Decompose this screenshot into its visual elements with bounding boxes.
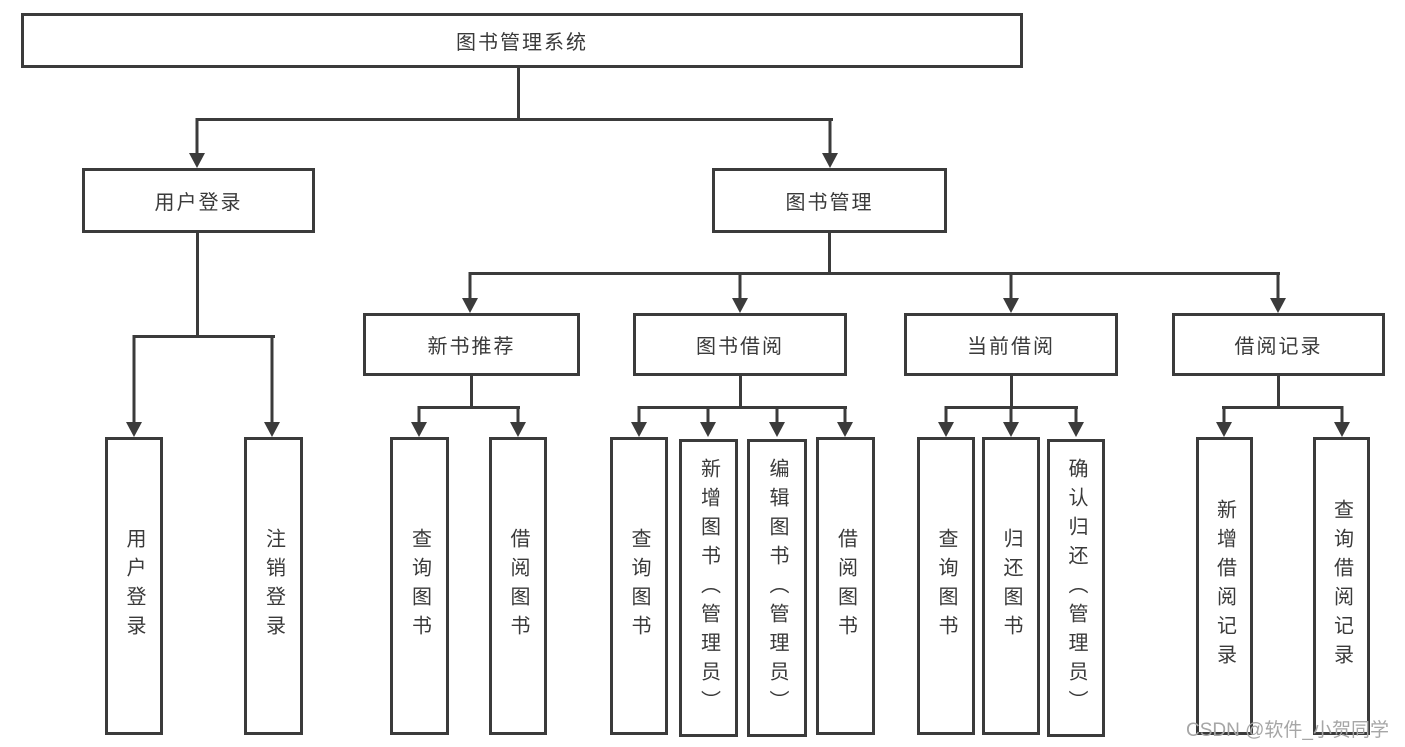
node-label: 借阅图书: [507, 528, 529, 644]
arrowhead-down-icon: [731, 272, 749, 313]
connector-line: [739, 376, 742, 409]
arrowhead-down-icon: [125, 335, 143, 437]
node-label: 用户登录: [123, 528, 145, 644]
node-label: 图书管理: [785, 192, 874, 214]
leaf-confirm-return-admin: 确认归还（管理员）: [1047, 439, 1105, 737]
leaf-logout: 注销登录: [244, 437, 303, 735]
arrowhead-down-icon: [1067, 406, 1085, 437]
node-label: 归还图书: [1000, 528, 1022, 644]
arrowhead-down-icon: [263, 335, 281, 437]
node-label: 新书推荐: [427, 336, 516, 358]
node-label: 借阅记录: [1234, 336, 1323, 358]
node-current-borrow: 当前借阅: [904, 313, 1118, 376]
node-label: 当前借阅: [967, 336, 1055, 358]
connector-line: [470, 376, 473, 409]
connector-line: [196, 233, 199, 338]
arrowhead-down-icon: [768, 406, 786, 437]
node-label: 新增借阅记录: [1213, 499, 1236, 673]
arrowhead-down-icon: [1002, 272, 1020, 313]
arrowhead-down-icon: [1333, 406, 1351, 437]
node-book-borrow: 图书借阅: [633, 313, 847, 376]
arrowhead-down-icon: [188, 118, 206, 168]
arrowhead-down-icon: [1269, 272, 1287, 313]
node-library-system: 图书管理系统: [21, 13, 1023, 68]
node-label: 查询借阅记录: [1330, 499, 1353, 673]
leaf-query-books-borrow: 查询图书: [610, 437, 668, 735]
node-label: 注销登录: [262, 528, 285, 644]
arrowhead-down-icon: [410, 406, 428, 437]
node-label: 图书借阅: [696, 336, 784, 358]
leaf-borrow-books-recommend: 借阅图书: [489, 437, 547, 735]
node-label: 查询图书: [935, 528, 957, 644]
arrowhead-down-icon: [509, 406, 527, 437]
node-label: 借阅图书: [834, 528, 857, 644]
leaf-add-borrow-record: 新增借阅记录: [1196, 437, 1253, 735]
leaf-query-books-current: 查询图书: [917, 437, 975, 735]
leaf-borrow-books: 借阅图书: [816, 437, 875, 735]
arrowhead-down-icon: [821, 118, 839, 168]
node-label: 查询图书: [408, 528, 431, 644]
arrowhead-down-icon: [1215, 406, 1233, 437]
connector-line: [517, 68, 520, 121]
leaf-return-books: 归还图书: [982, 437, 1040, 735]
node-label: 新增图书（管理员）: [697, 457, 720, 719]
arrowhead-down-icon: [630, 406, 648, 437]
csdn-watermark: CSDN @软件_小贺同学: [1186, 720, 1389, 741]
node-book-management: 图书管理: [712, 168, 947, 233]
leaf-edit-books-admin: 编辑图书（管理员）: [747, 439, 807, 737]
arrowhead-down-icon: [937, 406, 955, 437]
leaf-add-books-admin: 新增图书（管理员）: [679, 439, 738, 737]
connector-line: [469, 272, 1280, 275]
arrowhead-down-icon: [699, 406, 717, 437]
node-label: 确认归还（管理员）: [1065, 457, 1087, 719]
node-user-login: 用户登录: [82, 168, 315, 233]
arrowhead-down-icon: [836, 406, 854, 437]
connector-line: [196, 118, 833, 121]
leaf-query-books-recommend: 查询图书: [390, 437, 449, 735]
connector-line: [638, 406, 847, 409]
connector-line: [133, 335, 275, 338]
connector-line: [1010, 376, 1013, 409]
node-label: 用户登录: [154, 192, 243, 214]
node-label: 图书管理系统: [456, 32, 588, 54]
node-borrow-records: 借阅记录: [1172, 313, 1385, 376]
connector-line: [1277, 376, 1280, 409]
connector-line: [1222, 406, 1343, 409]
leaf-user-login: 用户登录: [105, 437, 163, 735]
arrowhead-down-icon: [461, 272, 479, 313]
leaf-query-borrow-record: 查询借阅记录: [1313, 437, 1370, 735]
connector-line: [418, 406, 520, 409]
node-label: 查询图书: [628, 528, 650, 644]
arrowhead-down-icon: [1002, 406, 1020, 437]
node-new-book-recommend: 新书推荐: [363, 313, 580, 376]
node-label: 编辑图书（管理员）: [766, 457, 788, 719]
connector-line: [828, 233, 831, 275]
